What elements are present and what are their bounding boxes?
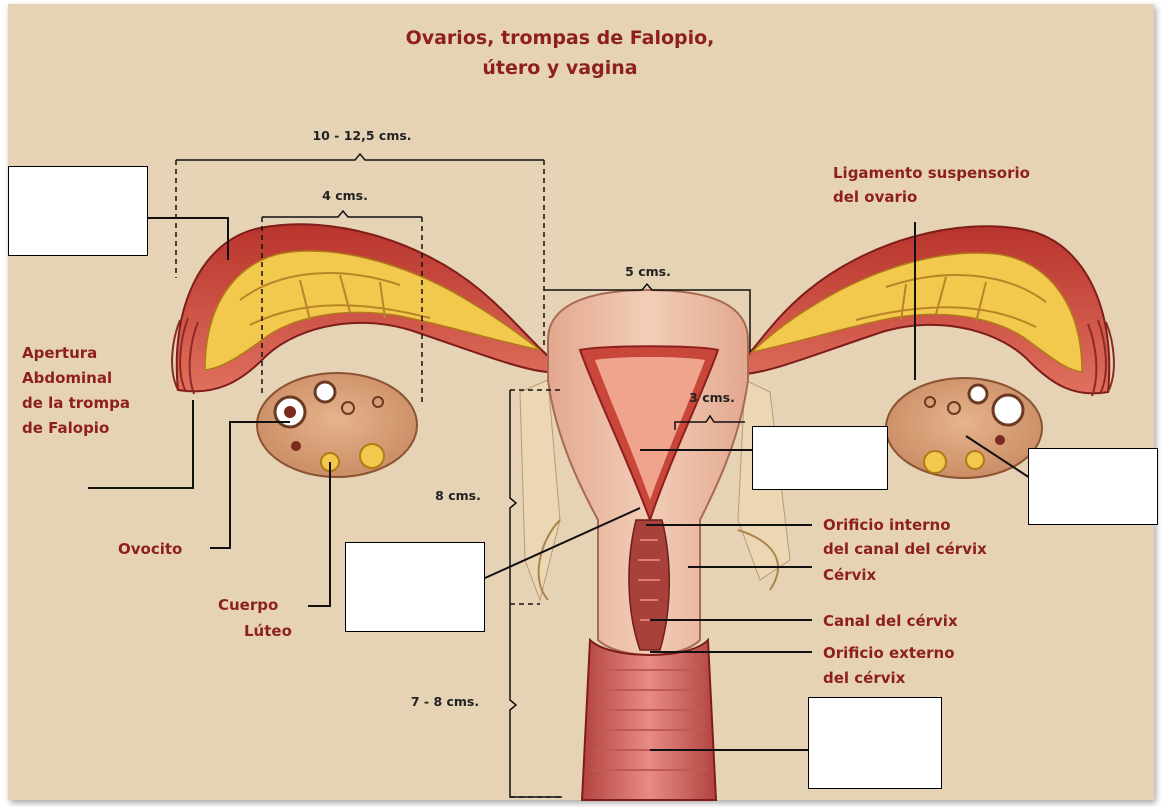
ovary-length-measure: 4 cms.: [322, 188, 368, 203]
answer-box-uterine-cavity[interactable]: [752, 426, 888, 490]
label-apertura-1: Apertura: [22, 344, 97, 362]
label-cervix: Cérvix: [823, 566, 876, 584]
vagina: [582, 640, 716, 800]
uterus: [548, 290, 748, 655]
left-ovary: [257, 373, 417, 477]
answer-box-ovary[interactable]: [1028, 448, 1158, 525]
label-canal-cervix: Canal del cérvix: [823, 612, 958, 630]
label-orificio-interno-2: del canal del cérvix: [823, 540, 987, 558]
label-cuerpo-2: Lúteo: [244, 622, 292, 640]
uterus-width-measure: 5 cms.: [625, 264, 671, 279]
label-orificio-interno-1: Orificio interno: [823, 516, 951, 534]
answer-box-vagina[interactable]: [808, 697, 942, 789]
label-ovocito: Ovocito: [118, 540, 182, 558]
label-apertura-2: Abdominal: [22, 369, 112, 387]
uterus-length-measure: 8 cms.: [435, 488, 481, 503]
label-orificio-externo-2: del cérvix: [823, 669, 906, 687]
label-apertura-3: de la trompa: [22, 394, 130, 412]
title-line-2: útero y vagina: [482, 57, 637, 79]
answer-box-fallopian-tube[interactable]: [8, 166, 148, 256]
label-cuerpo-1: Cuerpo: [218, 596, 278, 614]
cavity-width-measure: 3 cms.: [689, 390, 735, 405]
vagina-length-measure: 7 - 8 cms.: [411, 694, 479, 709]
answer-box-endometrium[interactable]: [345, 542, 485, 632]
label-ligamento-1: Ligamento suspensorio: [833, 164, 1030, 182]
label-ligamento-2: del ovario: [833, 188, 917, 206]
label-apertura-4: de Falopio: [22, 419, 109, 437]
tube-length-measure: 10 - 12,5 cms.: [312, 128, 411, 143]
right-fallopian-tube: [745, 226, 1114, 396]
label-orificio-externo-1: Orificio externo: [823, 644, 955, 662]
title-line-1: Ovarios, trompas de Falopio,: [406, 27, 715, 49]
right-ovary: [886, 378, 1042, 478]
